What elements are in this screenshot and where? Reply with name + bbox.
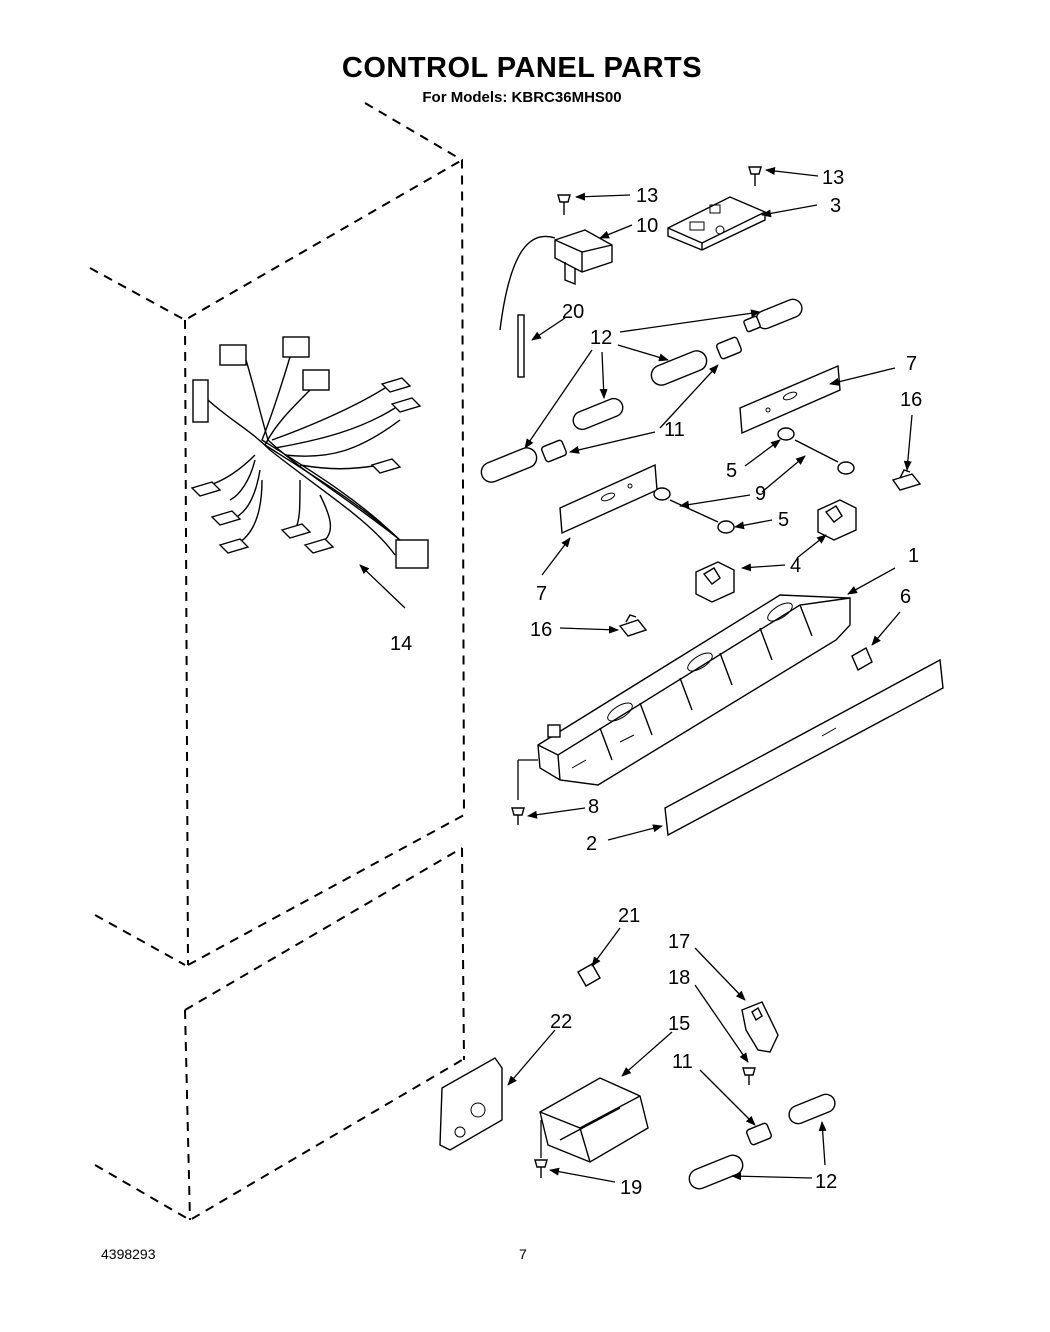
screw-part-19 [534,1120,616,1183]
clip-part-21 [577,927,621,987]
callout-10: 10 [636,215,658,237]
callout-labels: 1 2 3 4 5 5 6 7 7 8 9 10 11 11 12 12 13 … [390,167,922,1199]
clip-part-16 [559,414,922,637]
callout-19: 19 [620,1177,642,1199]
lamps-and-sockets-lower [688,1069,836,1190]
model-subtitle: For Models: KBRC36MHS00 [422,89,622,106]
callout-18: 18 [668,967,690,989]
callout-11b: 11 [672,1051,693,1073]
callout-5a: 5 [726,460,737,482]
callout-1: 1 [908,545,919,567]
callout-17: 17 [668,931,690,953]
callout-20: 20 [562,301,584,323]
clip-part-6 [851,611,901,671]
overlay-part-2 [517,658,944,841]
callout-9: 9 [755,483,766,505]
callout-6: 6 [900,586,911,608]
screw-part-8 [511,807,586,825]
callout-7a: 7 [906,353,917,375]
page-title: CONTROL PANEL PARTS [341,52,703,84]
callout-14: 14 [390,633,412,655]
harness-connector-4 [192,379,209,423]
wire-harness-part-14 [190,336,429,609]
harness-connector-1 [219,344,247,366]
callout-12b: 12 [815,1171,837,1193]
shaft-assembly-parts-5-9 [653,427,855,534]
callout-4: 4 [790,555,801,577]
page-number: 7 [519,1246,527,1262]
control-board-part-3 [667,196,818,251]
callout-16a: 16 [900,389,922,411]
callout-15: 15 [668,1013,690,1035]
document-number: 4398293 [101,1246,156,1262]
control-housing-part-1 [537,567,896,786]
shield-part-15 [539,1031,673,1163]
callout-22: 22 [550,1011,572,1033]
callout-2: 2 [586,833,597,855]
callout-13a: 13 [636,185,658,207]
bracket-part-17 [694,947,779,1053]
cabinet-outline [89,102,465,1222]
callout-8: 8 [588,796,599,818]
callout-13b: 13 [822,167,844,189]
callout-3: 3 [830,195,841,217]
switch-part-10 [499,224,633,331]
lens-part-7 [541,364,896,576]
callout-11a: 11 [664,419,685,441]
screw-part-18 [694,984,756,1085]
harness-connector-3 [302,369,330,391]
lamps-and-sockets-upper [480,298,803,483]
callout-16b: 16 [530,619,552,641]
callout-7b: 7 [536,583,547,605]
harness-main-plug [395,539,429,569]
bracket-part-4 [695,499,857,603]
screw-part-13 [557,166,819,215]
probe-part-20 [517,314,566,378]
callout-12a: 12 [590,327,612,349]
harness-connector-2 [282,336,310,358]
bracket-part-22 [439,1029,556,1151]
callout-5b: 5 [778,509,789,531]
callout-21: 21 [618,905,640,927]
